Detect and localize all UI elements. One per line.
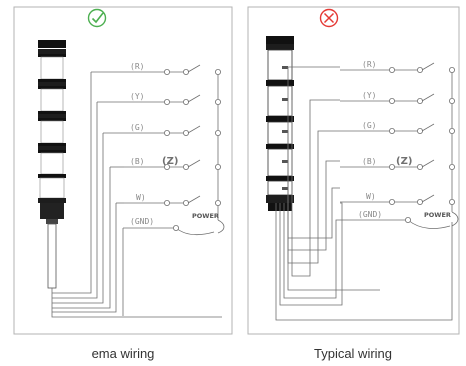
typical-switches: [388, 62, 455, 223]
ema-tower-light: [38, 40, 66, 289]
typical-label-w: W): [366, 192, 376, 201]
ema-label-gnd: (GND): [130, 217, 154, 226]
ema-label-r: (R): [130, 62, 144, 71]
ema-wires: [51, 71, 225, 318]
ema-label-z: (Z): [162, 156, 178, 167]
ema-caption: ema wiring: [92, 346, 155, 361]
typical-label-z: (Z): [396, 156, 412, 167]
typical-caption: Typical wiring: [314, 346, 392, 361]
check-circle-icon: [87, 8, 107, 28]
cross-circle-icon: [319, 8, 339, 28]
ema-label-g: (G): [130, 123, 144, 132]
ema-label-b: (B): [130, 157, 144, 166]
typical-label-gnd: (GND): [358, 210, 382, 219]
typical-wires: [275, 66, 459, 321]
typical-label-b: (B): [362, 157, 376, 166]
ema-power-label: POWER: [192, 212, 219, 220]
ema-label-w: W): [136, 193, 146, 202]
typical-label-r: (R): [362, 60, 376, 69]
typical-power-label: POWER: [424, 211, 451, 219]
typical-tower-light: [266, 36, 294, 211]
ema-switches: [163, 64, 221, 231]
typical-label-y: (Y): [362, 91, 376, 100]
ema-label-y: (Y): [130, 92, 144, 101]
typical-label-g: (G): [362, 121, 376, 130]
